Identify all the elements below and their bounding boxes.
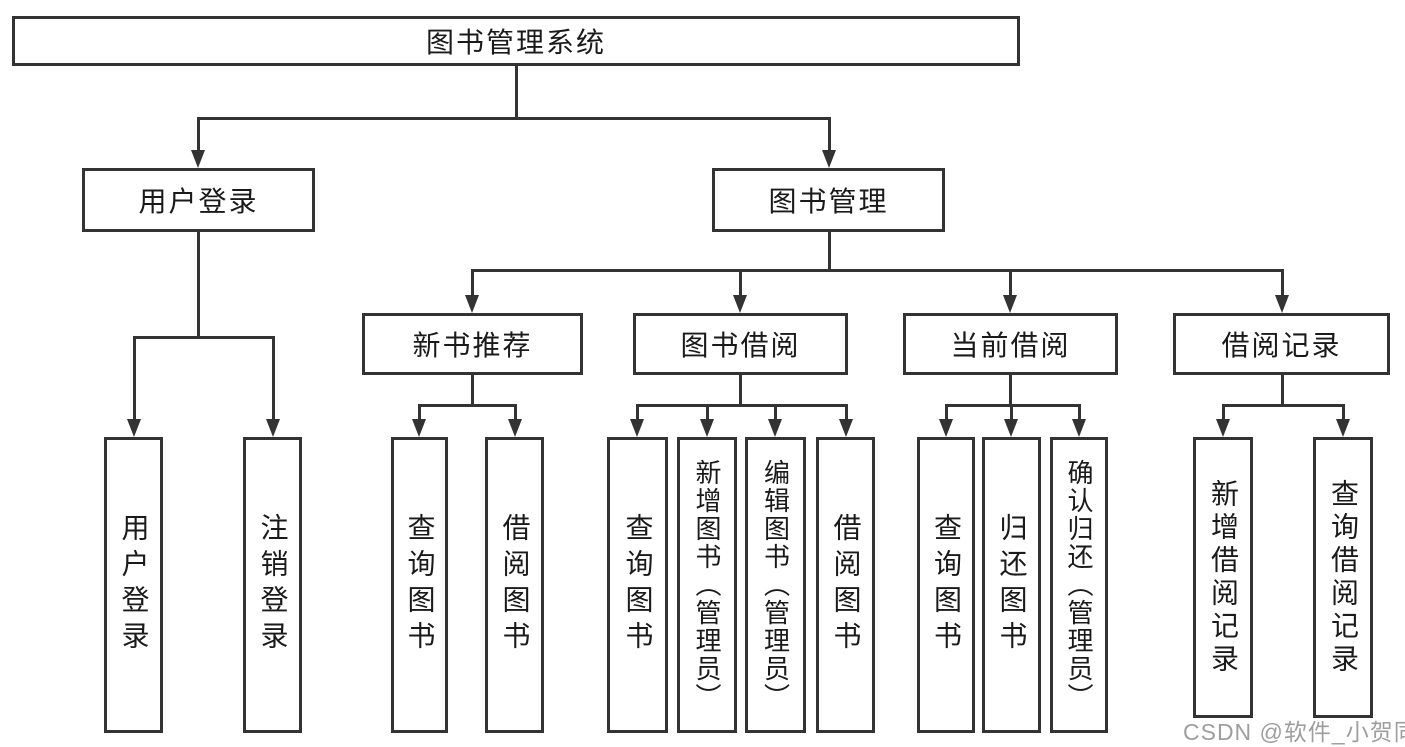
arrow-head: [700, 419, 714, 437]
leaf-query-borrow-record: 查询借阅记录: [1313, 437, 1373, 718]
connector-line: [471, 269, 474, 297]
leaf-label: 借阅图书: [499, 513, 531, 657]
connector-line: [706, 404, 709, 421]
leaf-return-books: 归还图书: [982, 437, 1041, 733]
connector-line: [418, 404, 517, 407]
leaf-add-borrow-record: 新增借阅记录: [1193, 437, 1253, 718]
connector-line: [1342, 404, 1345, 421]
leaf-label: 确认归还（管理员）: [1064, 459, 1094, 711]
leaf-label: 新增图书（管理员）: [692, 459, 722, 711]
connector-line: [945, 404, 948, 421]
connector-line: [739, 375, 742, 407]
leaf-user-login: 用户登录: [104, 437, 163, 733]
leaf-label: 新增借阅记录: [1208, 478, 1239, 677]
arrow-head: [1336, 419, 1350, 437]
connector-line: [1281, 375, 1284, 407]
leaf-label: 用户登录: [118, 513, 150, 657]
connector-line: [197, 117, 200, 154]
leaf-confirm-return-admin: 确认归还（管理员）: [1050, 437, 1108, 733]
connector-line: [1281, 269, 1284, 297]
arrow-head: [822, 150, 836, 168]
connector-line: [197, 117, 831, 120]
node-book-borrow: 图书借阅: [633, 313, 848, 375]
connector-line: [515, 66, 518, 119]
connector-line: [418, 404, 421, 421]
connector-line: [1009, 269, 1012, 297]
node-book-management: 图书管理: [712, 168, 945, 232]
leaf-label: 查询借阅记录: [1328, 478, 1359, 677]
arrow-head: [630, 419, 644, 437]
arrow-head: [412, 419, 426, 437]
node-new-book-recommend-label: 新书推荐: [412, 330, 533, 361]
node-book-management-label: 图书管理: [768, 186, 889, 217]
node-borrow-records-label: 借阅记录: [1221, 330, 1342, 361]
arrow-head: [191, 150, 205, 168]
arrow-head: [1275, 295, 1289, 313]
connector-line: [1010, 404, 1013, 421]
leaf-label: 借阅图书: [830, 513, 862, 657]
leaf-query-books: 查询图书: [607, 437, 668, 733]
connector-line: [471, 269, 1283, 272]
arrow-head: [1003, 295, 1017, 313]
leaf-label: 编辑图书（管理员）: [760, 459, 791, 711]
leaf-borrow-books-recommend: 借阅图书: [485, 437, 544, 733]
connector-line: [828, 117, 831, 154]
arrow-head: [127, 419, 141, 437]
leaf-label: 注销登录: [257, 513, 289, 657]
arrow-head: [839, 419, 853, 437]
connector-line: [1078, 404, 1081, 421]
connector-line: [739, 269, 742, 297]
connector-line: [945, 404, 1081, 407]
node-new-book-recommend: 新书推荐: [362, 313, 583, 375]
arrow-head: [508, 419, 522, 437]
node-book-borrow-label: 图书借阅: [680, 330, 801, 361]
connector-line: [471, 375, 474, 407]
node-root-label: 图书管理系统: [425, 27, 606, 58]
connector-line: [272, 336, 275, 421]
leaf-query-books-recommend: 查询图书: [391, 437, 448, 733]
leaf-edit-books-admin: 编辑图书（管理员）: [745, 437, 806, 733]
node-borrow-records: 借阅记录: [1173, 313, 1390, 375]
arrow-head: [465, 295, 479, 313]
arrow-head: [1216, 419, 1230, 437]
node-user-login-label: 用户登录: [138, 186, 259, 217]
arrow-head: [939, 419, 953, 437]
watermark: CSDN @软件_小贺同学: [1183, 719, 1405, 745]
node-root: 图书管理系统: [12, 16, 1020, 66]
arrow-head: [733, 295, 747, 313]
connector-line: [133, 336, 275, 339]
leaf-add-books-admin: 新增图书（管理员）: [677, 437, 737, 733]
connector-line: [133, 336, 136, 421]
connector-line: [197, 232, 200, 339]
arrow-head: [266, 419, 280, 437]
connector-line: [636, 404, 848, 407]
connector-line: [514, 404, 517, 421]
node-user-login: 用户登录: [82, 168, 315, 232]
arrow-head: [1004, 419, 1018, 437]
arrow-head: [1072, 419, 1086, 437]
connector-line: [828, 232, 831, 272]
leaf-borrow-books: 借阅图书: [816, 437, 875, 733]
connector-line: [774, 404, 777, 421]
connector-line: [1222, 404, 1345, 407]
leaf-label: 归还图书: [996, 513, 1028, 657]
connector-line: [636, 404, 639, 421]
leaf-logout: 注销登录: [243, 437, 302, 733]
leaf-label: 查询图书: [622, 513, 654, 657]
node-current-borrow-label: 当前借阅: [950, 330, 1071, 361]
connector-line: [1222, 404, 1225, 421]
leaf-query-books-current: 查询图书: [917, 437, 975, 733]
leaf-label: 查询图书: [931, 513, 962, 657]
node-current-borrow: 当前借阅: [903, 313, 1118, 375]
arrow-head: [768, 419, 782, 437]
connector-line: [1009, 375, 1012, 407]
connector-line: [845, 404, 848, 421]
leaf-label: 查询图书: [404, 513, 436, 657]
